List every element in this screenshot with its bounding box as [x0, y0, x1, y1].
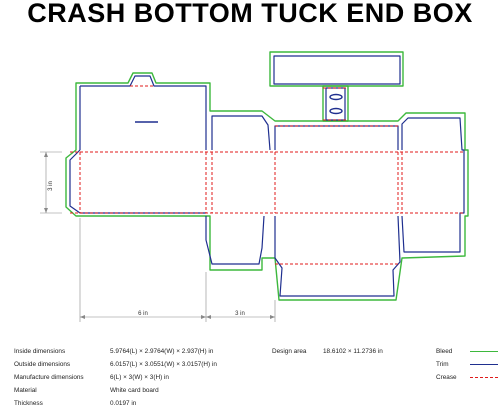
spec-label: Material: [14, 387, 37, 394]
bleed-outline: [65, 51, 469, 301]
legend-swatch-crease: [470, 377, 498, 378]
spec-value: 6(L) × 3(W) × 3(H) in: [110, 374, 169, 381]
legend-label-crease: Crease: [436, 374, 457, 381]
legend-label-trim: Trim: [436, 361, 449, 368]
hang-slot: [135, 93, 343, 123]
height-dimension-label: 3 in: [48, 181, 54, 191]
legend-swatch-bleed: [470, 351, 498, 352]
spec-label: Inside dimensions: [14, 348, 66, 355]
spec-value: 0.0197 in: [110, 400, 137, 407]
crease-lines: [70, 85, 464, 265]
spec-label: Manufacture dimensions: [14, 374, 84, 381]
design-area-label: Design area: [272, 348, 307, 355]
trim-outline: [69, 55, 465, 297]
legend-swatch-trim: [470, 364, 498, 365]
dimension-lines: [40, 151, 276, 322]
spec-value: White card board: [110, 387, 159, 394]
width-dimension-label: 3 in: [235, 311, 245, 317]
spec-label: Outside dimensions: [14, 361, 71, 368]
legend-label-bleed: Bleed: [436, 348, 453, 355]
spec-value: 6.0157(L) × 3.0551(W) × 3.0157(H) in: [110, 361, 217, 368]
design-area-value: 18.6102 × 11.2736 in: [323, 348, 383, 355]
length-dimension-label: 6 in: [138, 311, 148, 317]
dimension-ticks: [44, 152, 275, 319]
spec-label: Thickness: [14, 400, 43, 407]
page-title: CRASH BOTTOM TUCK END BOX: [27, 0, 473, 28]
spec-value: 5.9764(L) × 2.9764(W) × 2.937(H) in: [110, 348, 214, 355]
